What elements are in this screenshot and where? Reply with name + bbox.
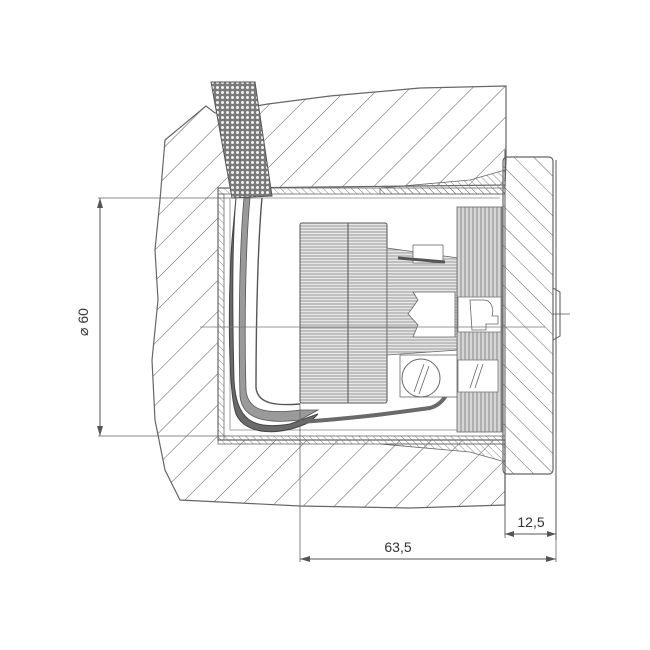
device-insert [299,222,461,404]
dimension-depth-label: 63,5 [384,539,411,555]
dimension-depth: 63,5 [299,403,557,562]
dimension-plate: 12,5 [504,505,556,538]
terminal-block [456,206,503,433]
dimension-plate-label: 12,5 [517,514,544,530]
cable [210,81,462,433]
cover-plate [502,150,570,540]
dimension-diameter: ⌀ 60 [75,197,230,437]
dimension-diameter-label: ⌀ 60 [75,308,91,336]
